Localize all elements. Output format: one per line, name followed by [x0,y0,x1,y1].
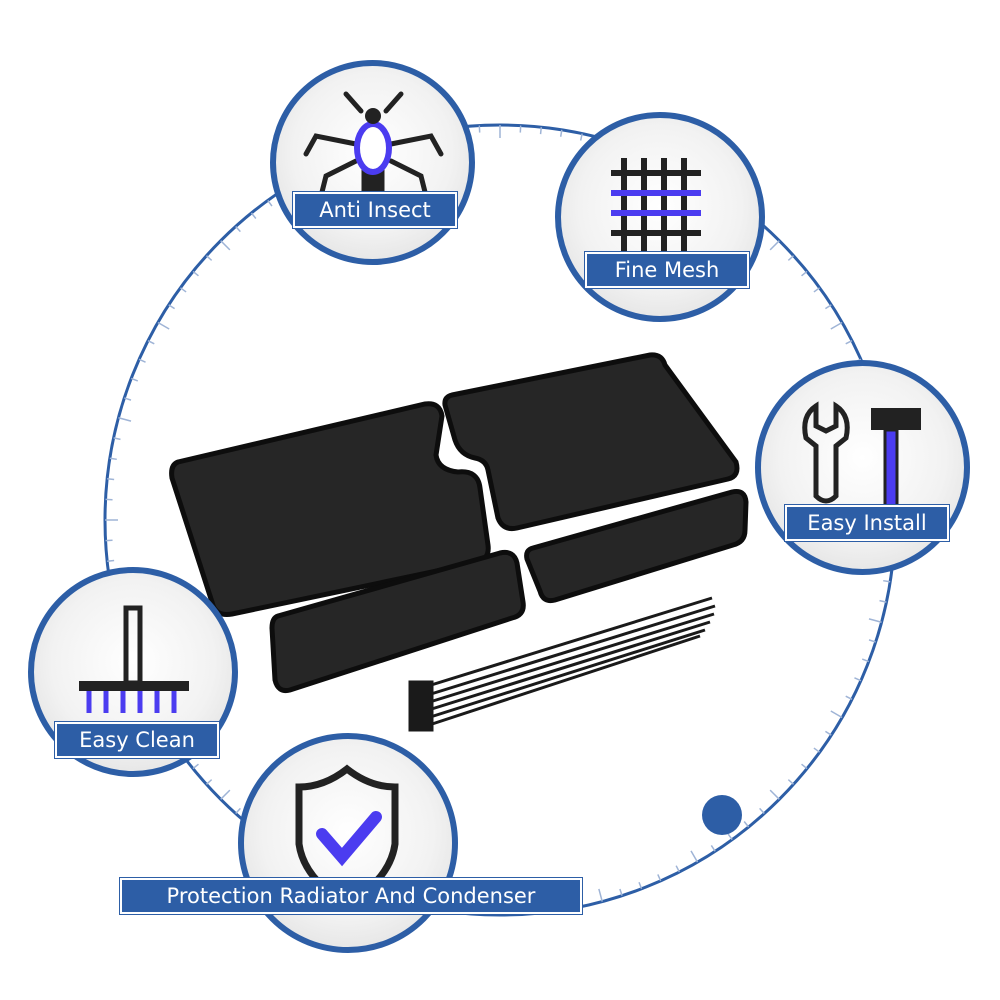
ring-tick [168,304,176,310]
shield-check-icon [295,764,399,909]
ring-tick [710,844,716,852]
ring-tick [830,321,843,330]
ring-tick [124,397,132,401]
screen-small-left [269,550,526,693]
ring-tick [769,789,780,800]
ring-tick [107,477,115,481]
ring-tick [598,888,603,902]
ring-tick [657,874,662,882]
ring-tick [220,240,231,251]
ring-tick [861,658,870,663]
mesh-icon [611,158,701,253]
ring-tick [250,212,257,219]
ring-tick [801,763,808,770]
screen-large-left [169,401,491,617]
feature-label: Fine Mesh [585,252,749,288]
ring-tick [787,779,795,785]
ring-tick [769,240,780,251]
ring-tick [638,881,643,890]
ring-tick [879,599,887,603]
cable-ties [408,596,716,732]
ring-tick [824,304,832,310]
ring-tick [883,579,891,583]
ring-tick [787,255,795,261]
feature-label: Easy Clean [55,722,219,758]
ring-tick [813,287,821,293]
screen-large-right [442,352,740,531]
radiator-screens [169,352,749,693]
ring-tick [813,747,821,753]
insect-icon [303,91,444,209]
ring-tick [109,457,117,461]
ring-tick [179,287,187,293]
ring-tick [157,321,170,330]
feature-badge-protection [238,733,458,953]
ring-tick [801,270,808,277]
ring-tick [113,437,121,441]
ring-tick [868,618,882,623]
ring-tick [824,730,832,736]
feature-label: Easy Install [785,505,949,541]
ring-tick [220,789,231,800]
ring-tick [759,807,765,815]
ring-tick [130,377,139,382]
ring-tick [830,710,843,719]
ring-tick [559,129,563,137]
ring-tick [138,358,146,363]
ring-tick [539,127,543,135]
feature-label: Anti Insect [293,192,457,228]
brush-icon [79,605,189,713]
ring-tick [579,133,583,141]
ring-tick [205,779,213,785]
ring-tick [118,417,132,422]
ring-tick [192,763,199,770]
ring-dot [702,795,742,835]
ring-tick [727,833,733,841]
ring-tick [235,807,241,815]
screen-small-right [524,489,749,604]
ring-tick [675,865,680,873]
ring-tick [690,850,699,863]
ring-tick [845,695,853,700]
ring-tick [854,677,862,682]
feature-badge-easy-install [755,360,970,575]
ring-tick [845,340,853,345]
feature-badge-fine-mesh [555,112,765,322]
tools-icon [802,401,921,510]
ring-tick [743,821,750,828]
ring-tick [107,559,115,563]
feature-label: Protection Radiator And Condenser [120,878,582,914]
ring-tick [235,225,241,233]
ring-tick [868,639,876,643]
ring-tick [147,340,155,345]
feature-badge-anti-insect [270,60,475,265]
ring-tick [205,255,213,261]
ring-tick [267,199,273,207]
ring-tick [192,270,199,277]
ring-tick [619,888,623,896]
